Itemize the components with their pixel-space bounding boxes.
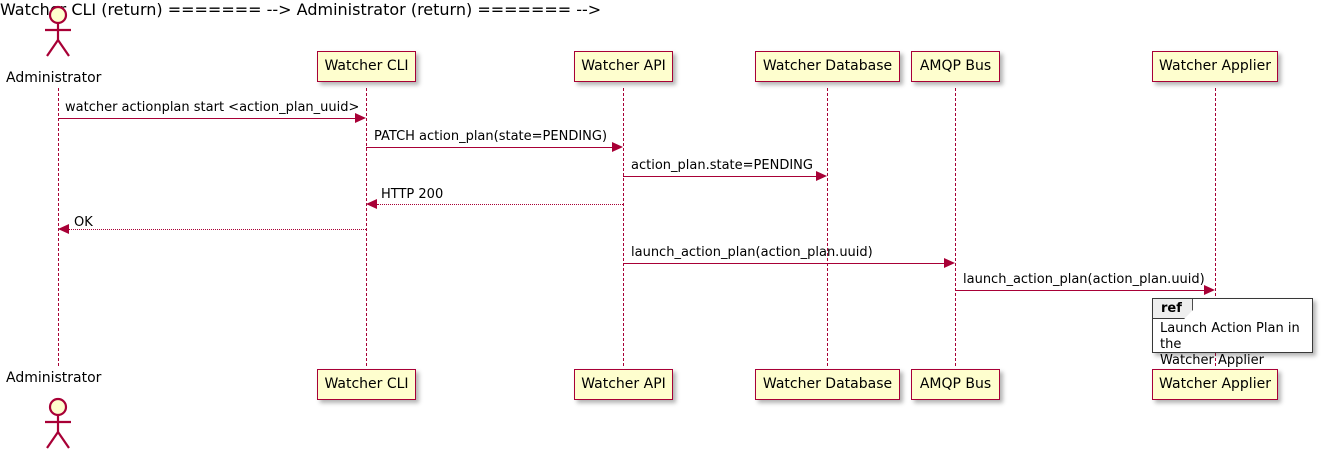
participant-label: AMQP Bus bbox=[919, 58, 992, 74]
actor-administrator-bottom-label: Administrator bbox=[6, 370, 102, 386]
lifeline-watcher-applier bbox=[1215, 88, 1216, 366]
participant-watcher-database-top[interactable]: Watcher Database bbox=[755, 51, 900, 82]
message-label-5: OK bbox=[74, 215, 93, 230]
participant-label: Watcher Database bbox=[762, 58, 893, 74]
message-line-3 bbox=[623, 176, 816, 177]
message-label-4: HTTP 200 bbox=[381, 187, 444, 202]
participant-watcher-applier-bottom[interactable]: Watcher Applier bbox=[1152, 369, 1278, 400]
message-arrowhead-4 bbox=[366, 199, 377, 209]
message-label-6: launch_action_plan(action_plan.uuid) bbox=[631, 245, 873, 260]
message-label-7: launch_action_plan(action_plan.uuid) bbox=[963, 272, 1205, 287]
participant-watcher-api-bottom[interactable]: Watcher API bbox=[574, 369, 673, 400]
actor-administrator-top bbox=[38, 4, 78, 58]
message-arrowhead-5 bbox=[58, 224, 69, 234]
participant-watcher-cli-top[interactable]: Watcher CLI bbox=[317, 51, 416, 82]
message-label-1: watcher actionplan start <action_plan_uu… bbox=[65, 100, 360, 115]
lifeline-watcher-api bbox=[623, 88, 624, 366]
message-line-2 bbox=[366, 147, 612, 148]
lifeline-watcher-cli bbox=[366, 88, 367, 366]
message-line-5 bbox=[69, 229, 366, 230]
lifeline-watcher-database bbox=[827, 88, 828, 366]
message-label-2: PATCH action_plan(state=PENDING) bbox=[374, 129, 608, 144]
participant-label: Watcher API bbox=[581, 58, 666, 74]
message-line-6 bbox=[623, 263, 944, 264]
message-label-3: action_plan.state=PENDING bbox=[631, 158, 813, 173]
message-line-7 bbox=[955, 290, 1204, 291]
participant-amqp-bus-bottom[interactable]: AMQP Bus bbox=[911, 369, 1000, 400]
message-arrowhead-1 bbox=[355, 113, 366, 123]
message-line-1 bbox=[58, 118, 355, 119]
ref-fragment: ref Launch Action Plan in the Watcher Ap… bbox=[1152, 298, 1313, 368]
message-arrowhead-2 bbox=[612, 142, 623, 152]
message-arrowhead-7 bbox=[1204, 285, 1215, 295]
message-arrowhead-6 bbox=[944, 258, 955, 268]
participant-label: Watcher API bbox=[581, 376, 666, 392]
participant-label: AMQP Bus bbox=[919, 376, 992, 392]
actor-administrator-bottom bbox=[38, 396, 78, 450]
participant-label: Watcher Database bbox=[762, 376, 893, 392]
ref-fragment-body-text: Launch Action Plan in the Watcher Applie… bbox=[1160, 321, 1300, 368]
participant-label: Watcher Applier bbox=[1159, 58, 1271, 74]
participant-label: Watcher Applier bbox=[1159, 376, 1271, 392]
participant-watcher-api-top[interactable]: Watcher API bbox=[574, 51, 673, 82]
message-line-4 bbox=[377, 204, 623, 205]
participant-label: Watcher CLI bbox=[324, 58, 409, 74]
message-arrowhead-3 bbox=[816, 171, 827, 181]
participant-amqp-bus-top[interactable]: AMQP Bus bbox=[911, 51, 1000, 82]
ref-fragment-tab-label: ref bbox=[1153, 299, 1193, 319]
actor-administrator-top-label: Administrator bbox=[6, 70, 102, 86]
lifeline-amqp-bus bbox=[955, 88, 956, 366]
participant-watcher-applier-top[interactable]: Watcher Applier bbox=[1152, 51, 1278, 82]
participant-label: Watcher CLI bbox=[324, 376, 409, 392]
participant-watcher-database-bottom[interactable]: Watcher Database bbox=[755, 369, 900, 400]
participant-watcher-cli-bottom[interactable]: Watcher CLI bbox=[317, 369, 416, 400]
